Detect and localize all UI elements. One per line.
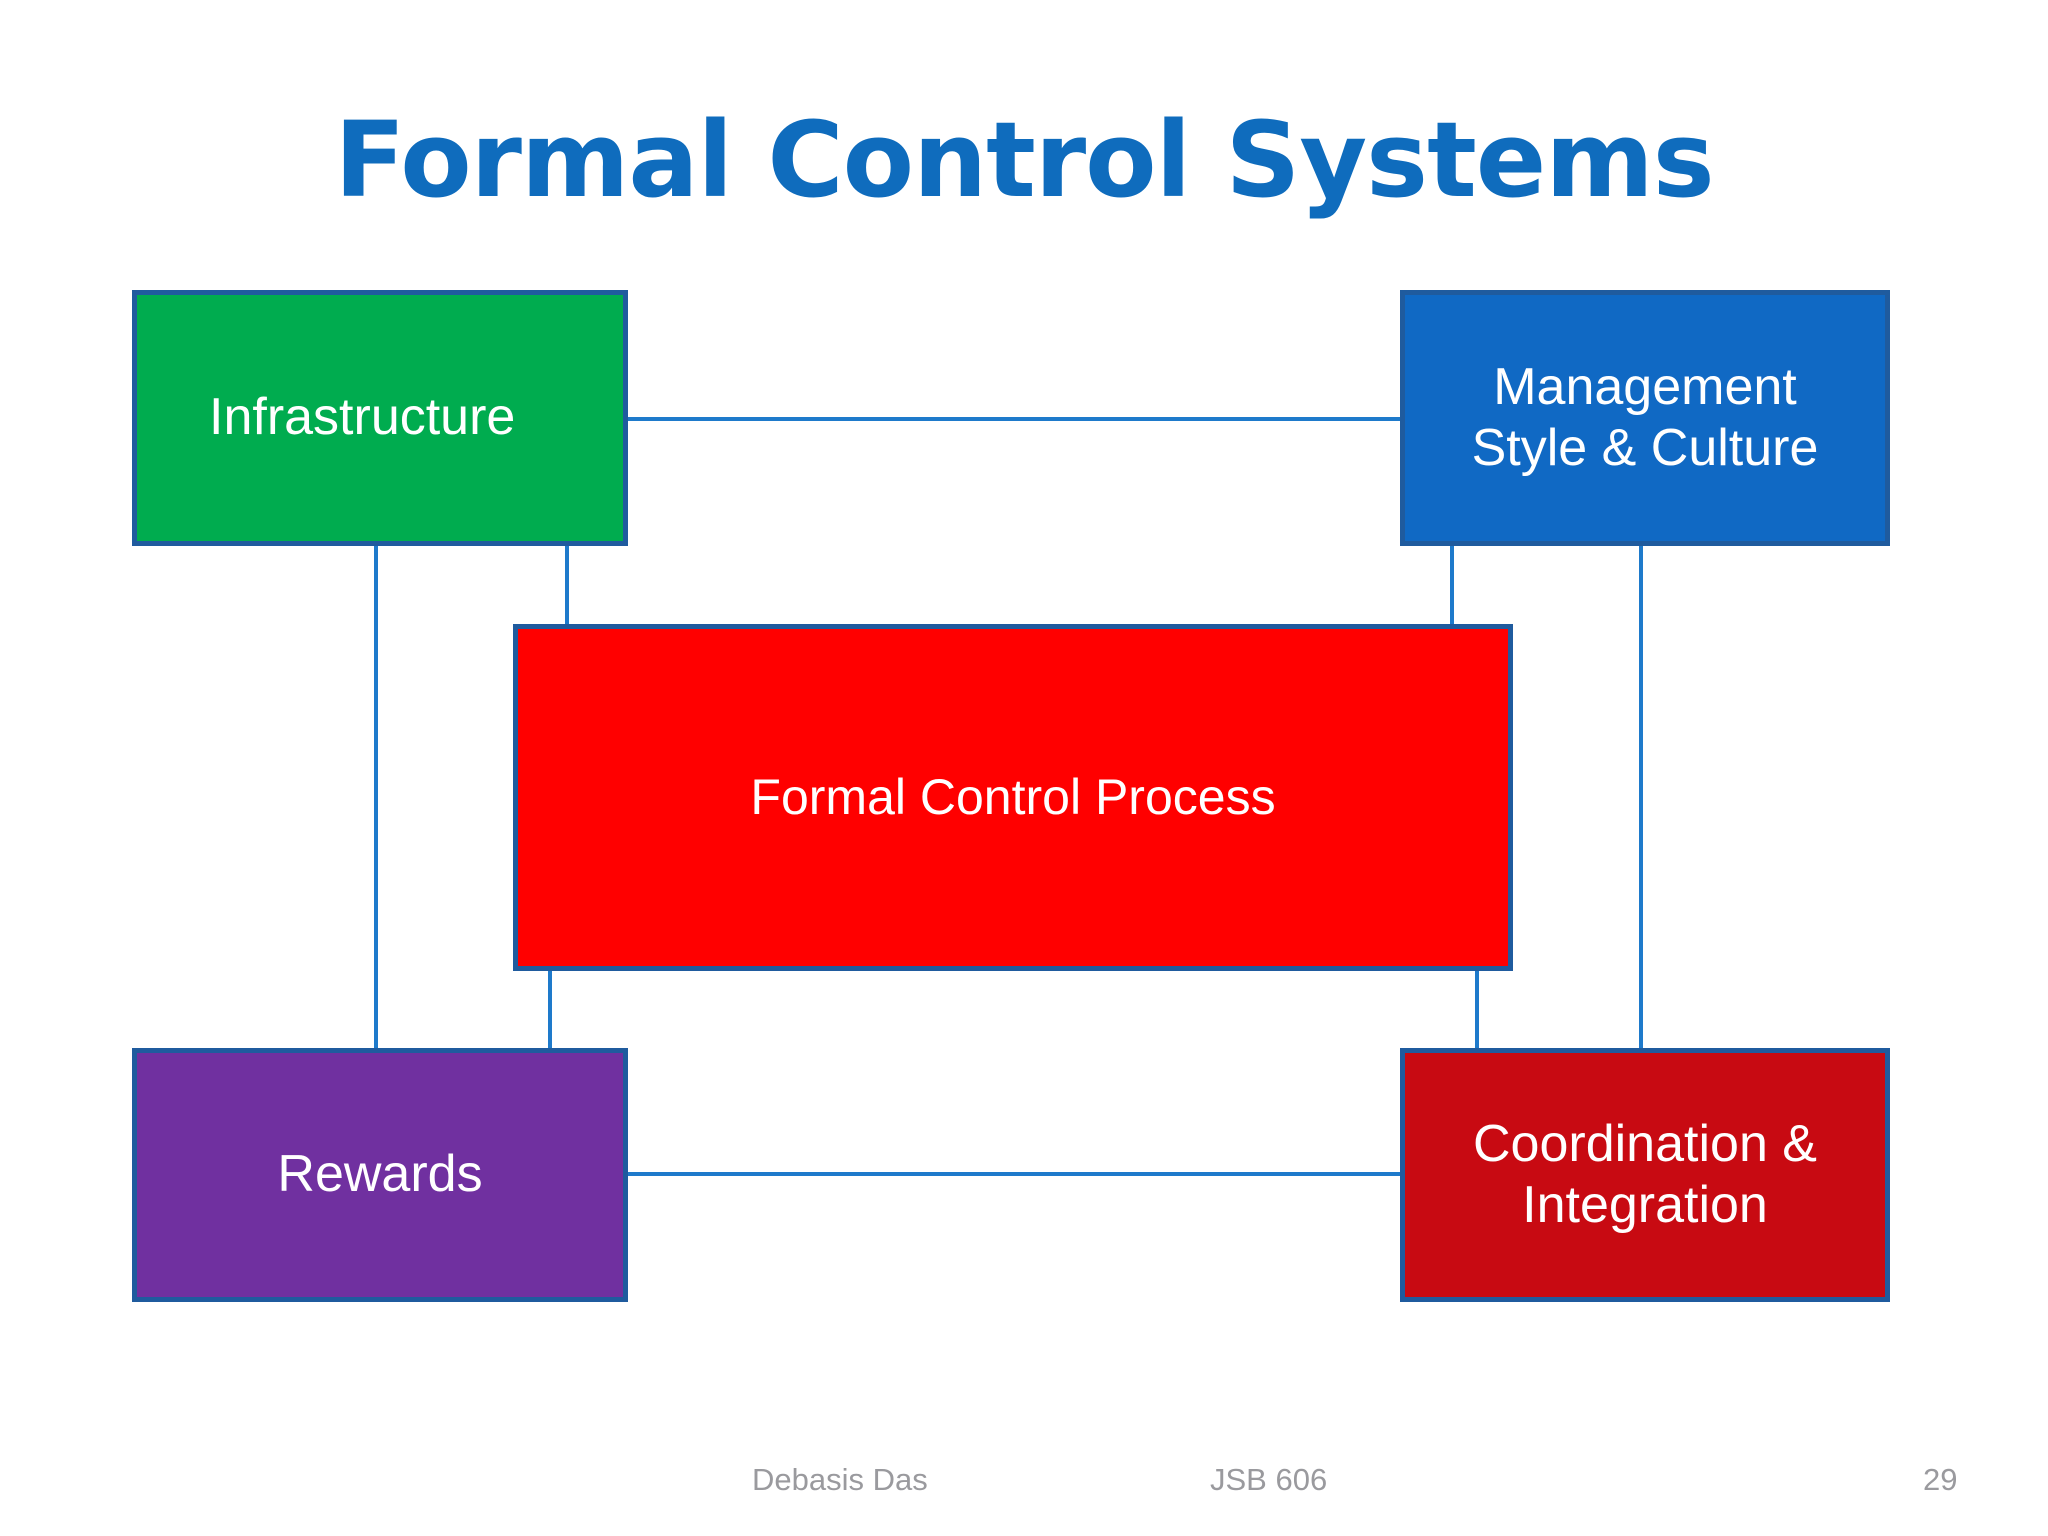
diagram-node-rewards[interactable]: Rewards: [132, 1048, 628, 1302]
diagram-node-formal-control-process[interactable]: Formal Control Process: [513, 624, 1513, 971]
connector-management-to-coordination: [1639, 544, 1643, 1050]
connector-rewards-to-coordination: [626, 1172, 1402, 1176]
diagram-node-coordination-integration[interactable]: Coordination & Integration: [1400, 1048, 1890, 1302]
connector-infrastructure-to-process: [565, 544, 569, 626]
footer-course-code: JSB 606: [1210, 1462, 1328, 1497]
slide-footer: Debasis Das JSB 606 29: [0, 1462, 2048, 1502]
connector-management-to-process: [1450, 544, 1454, 626]
connector-infrastructure-to-management: [626, 417, 1402, 421]
footer-page-number: 29: [1923, 1462, 1958, 1497]
footer-author: Debasis Das: [752, 1462, 928, 1497]
connector-process-to-coordination: [1475, 969, 1479, 1050]
connector-infrastructure-to-rewards: [374, 544, 378, 1050]
diagram-node-management-style-culture-label: Management Style & Culture: [1471, 357, 1819, 477]
diagram-node-rewards-label: Rewards: [277, 1145, 483, 1204]
diagram-node-management-style-culture[interactable]: Management Style & Culture: [1400, 290, 1890, 546]
diagram-node-infrastructure[interactable]: Infrastructure: [132, 290, 628, 546]
connector-process-to-rewards: [548, 969, 552, 1050]
page-title: Formal Control Systems: [334, 99, 1714, 221]
diagram-node-coordination-integration-label: Coordination & Integration: [1473, 1114, 1817, 1234]
diagram-node-formal-control-process-label: Formal Control Process: [750, 769, 1276, 825]
diagram-node-infrastructure-label: Infrastructure: [209, 388, 516, 447]
